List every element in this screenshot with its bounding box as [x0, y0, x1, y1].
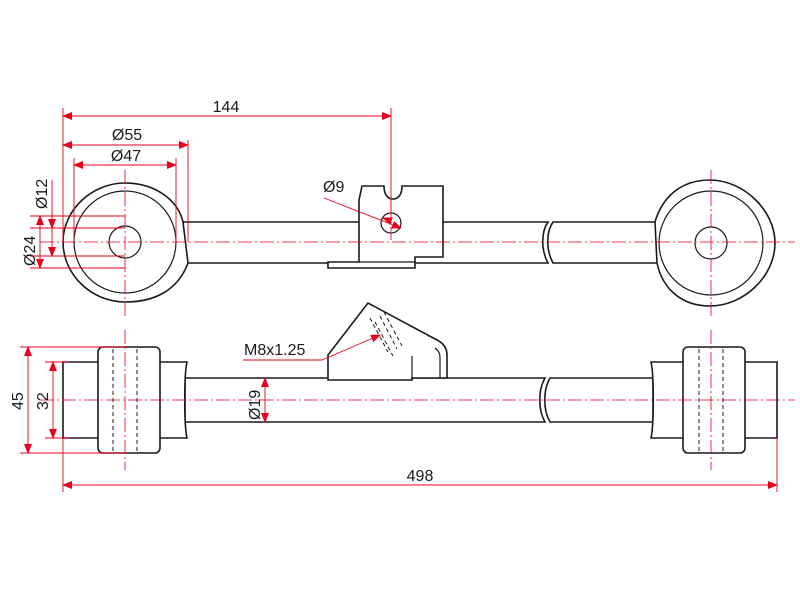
top-left-eye-housing	[62, 182, 189, 303]
top-right-eye-outer-ring	[658, 190, 764, 296]
dim-label-9: Ø9	[323, 179, 344, 196]
dim-label-24: Ø24	[22, 236, 39, 266]
dim-leader-9-short	[382, 217, 393, 225]
dim-leader-thread-diag	[321, 334, 381, 361]
dim-label-55: Ø55	[112, 127, 142, 144]
dim-label-498: 498	[407, 468, 434, 485]
top-right-eye-housing	[654, 179, 776, 307]
top-mounting-bracket	[327, 185, 444, 269]
side-bracket-threaded-hole-inner	[374, 315, 398, 357]
side-bracket-inner-edge	[434, 347, 441, 378]
top-view	[62, 179, 776, 307]
side-view	[62, 301, 778, 454]
dim-label-thread: M8x1.25	[244, 342, 305, 359]
dim-label-144: 144	[213, 99, 240, 116]
dim-label-47: Ø47	[111, 148, 141, 165]
dim-label-12: Ø12	[34, 179, 51, 209]
dimensions: 144 Ø55 Ø47 Ø12 Ø24 Ø9 M8x1.25	[10, 99, 778, 492]
dim-label-19: Ø19	[247, 390, 264, 420]
top-arm-tube-right	[546, 221, 661, 264]
dim-label-45: 45	[10, 392, 27, 410]
side-mounting-bracket	[327, 301, 448, 381]
dim-label-32: 32	[35, 392, 52, 410]
